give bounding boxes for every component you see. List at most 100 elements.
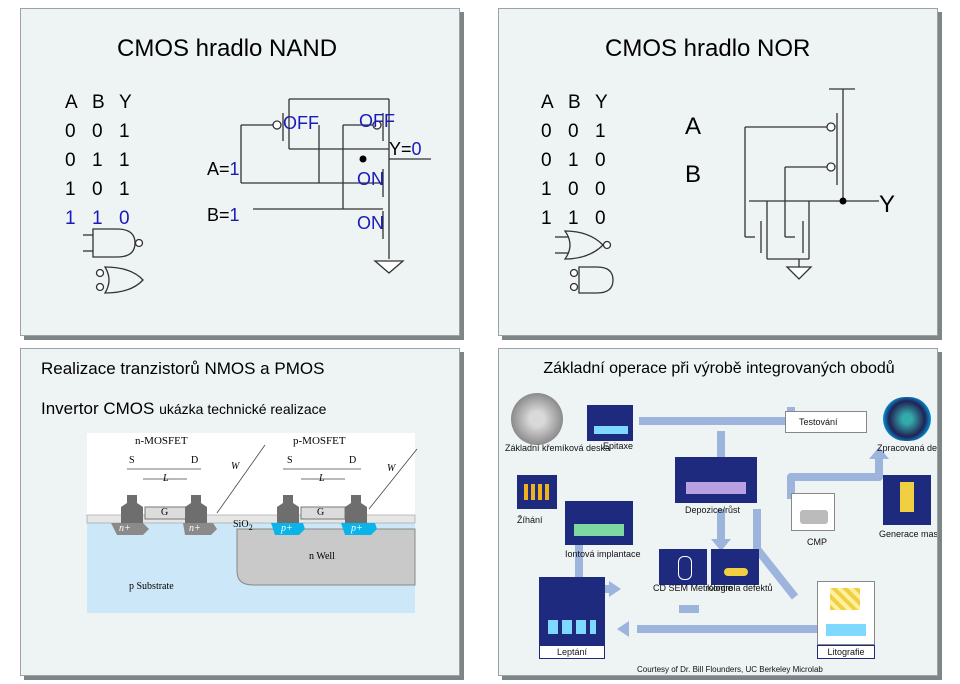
courtesy-note: Courtesy of Dr. Bill Flounders, UC Berke… [637, 665, 823, 674]
subtitle-main: Invertor CMOS [41, 399, 155, 418]
table-cell: 1 [595, 121, 606, 142]
table-cell: 0 [541, 121, 552, 142]
table-header-row: A B Y [65, 91, 146, 120]
etching-icon [539, 577, 605, 645]
table-cell: 1 [92, 208, 103, 229]
nmos-bottom-state: ON [357, 213, 384, 233]
metrology-icon [659, 549, 707, 585]
step-cmp: CMP [807, 537, 827, 547]
table-cell: 0 [595, 179, 606, 200]
length-label: L [319, 473, 325, 484]
nor-circuit-diagram [555, 88, 879, 294]
input-b-label: B=1 [207, 205, 240, 226]
table-cell: 1 [119, 121, 130, 142]
gate-label: G [161, 507, 169, 518]
table-cell: 1 [119, 150, 130, 171]
n-mosfet-label: n-MOSFET [135, 435, 188, 447]
input-a-label: A [685, 113, 702, 140]
table-cell: 1 [92, 150, 103, 171]
epitaxy-icon [587, 405, 633, 441]
width-label: W [231, 461, 240, 472]
table-cell: 0 [568, 179, 579, 200]
table-row: 1 0 0 [541, 178, 622, 207]
n-plus-label: n+ [119, 523, 131, 534]
step-finished: Zpracovaná deska [877, 443, 938, 453]
pmos-a-state: OFF [283, 113, 319, 133]
slide-title: Realizace tranzistorů NMOS a PMOS [41, 359, 325, 378]
table-cell: 1 [568, 208, 579, 229]
p-plus-label: p+ [281, 523, 293, 534]
annealing-icon [517, 475, 557, 509]
table-header-a: A [65, 92, 78, 113]
table-header-a: A [541, 92, 554, 113]
output-label: Y [879, 191, 896, 218]
table-row: 1 0 1 [65, 178, 146, 207]
cross-section-figure: n-MOSFET p-MOSFET S D S D L L W W G G n+… [86, 433, 418, 613]
table-cell: 1 [568, 150, 579, 171]
source-label: S [129, 455, 135, 466]
table-row: 1 1 0 [541, 207, 622, 236]
oxide-text: SiO [233, 519, 249, 530]
table-cell: 0 [541, 150, 552, 171]
step-etching: Leptání [556, 647, 588, 657]
output-label: Y=0 [389, 139, 422, 160]
testing-box [785, 411, 867, 433]
table-row: 0 0 1 [65, 120, 146, 149]
input-b-value: 1 [229, 205, 240, 225]
mosfet-cross-section [86, 444, 418, 613]
step-epitaxy: Epitaxe [603, 441, 634, 451]
subtitle-small: ukázka technické realizace [159, 401, 327, 417]
finished-wafer-icon [883, 397, 931, 441]
table-row-highlighted: 1 1 0 [65, 207, 146, 236]
drain-label: D [191, 455, 199, 466]
length-label: L [163, 473, 169, 484]
n-well-label: n Well [309, 551, 335, 562]
mask-icon [883, 475, 931, 525]
input-a-name: A= [207, 159, 230, 179]
input-b-name: B= [207, 205, 230, 225]
slide-nor: CMOS hradlo NOR A B Y 0 0 1 0 1 0 1 0 0 … [498, 8, 938, 336]
table-header-row: A B Y [541, 91, 622, 120]
input-a-label: A=1 [207, 159, 240, 180]
width-label: W [387, 463, 396, 474]
etching-label-box [539, 645, 605, 659]
table-cell: 1 [541, 179, 552, 200]
source-label: S [287, 455, 293, 466]
p-substrate-label: p Substrate [129, 581, 174, 592]
p-plus-label: p+ [351, 523, 363, 534]
table-cell: 0 [92, 179, 103, 200]
slide-mosfet: Realizace tranzistorů NMOS a PMOS Invert… [20, 348, 460, 676]
table-header-y: Y [119, 92, 132, 113]
table-cell: 0 [92, 121, 103, 142]
wafer-icon [511, 393, 563, 445]
slide-nand: CMOS hradlo NAND A B Y 0 0 1 0 1 1 1 0 1… [20, 8, 460, 336]
nand-circuit-diagram [83, 98, 431, 294]
table-cell: 0 [568, 121, 579, 142]
gate-label: G [317, 507, 325, 518]
nmos-top-state: ON [357, 169, 384, 189]
table-cell: 0 [65, 150, 76, 171]
table-row: 0 1 0 [541, 149, 622, 178]
table-cell: 0 [595, 208, 606, 229]
table-header-b: B [568, 92, 581, 113]
oxide-label: SiO2 [233, 519, 253, 532]
input-a-value: 1 [229, 159, 240, 179]
deposition-icon [675, 457, 757, 503]
table-cell: 1 [65, 179, 76, 200]
truth-table: A B Y 0 0 1 0 1 0 1 0 0 1 1 0 [541, 91, 622, 236]
step-wafer: Základní křemíková deska [505, 443, 611, 453]
table-cell: 1 [541, 208, 552, 229]
output-node-dot [359, 155, 367, 163]
p-mosfet-label: p-MOSFET [293, 435, 346, 447]
step-testing: Testování [799, 417, 838, 427]
step-metrology: CD SEM Metrologie [653, 583, 733, 593]
lithography-label-box [817, 645, 875, 659]
step-deposition: Depozice/růst [685, 505, 741, 515]
table-cell: 0 [595, 150, 606, 171]
step-lithography: Litografie [827, 647, 865, 657]
cmp-icon [791, 493, 835, 531]
slide-title: Základní operace při výrobě integrovanýc… [543, 360, 895, 377]
step-defects: Kontrola defektů [707, 583, 773, 593]
table-cell: 0 [65, 121, 76, 142]
defects-icon [711, 549, 759, 585]
